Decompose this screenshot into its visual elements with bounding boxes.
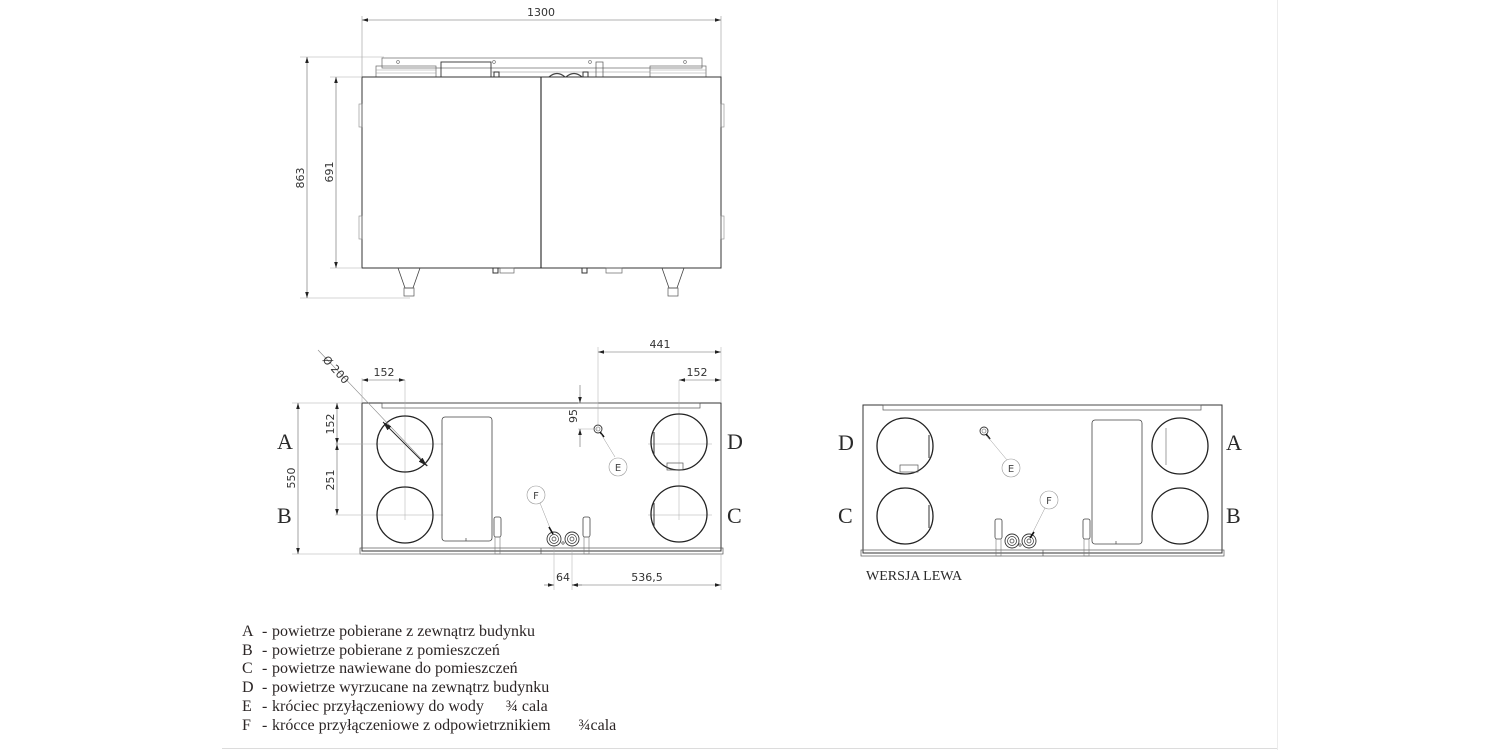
- top-view-left: [860, 404, 1225, 557]
- left-port-label-c: C: [838, 503, 853, 528]
- front-view: [300, 16, 725, 299]
- legend-size: ¾ cala: [505, 697, 548, 715]
- dim-f-spacing-64: 64: [556, 571, 570, 584]
- legend-item-e: E - króciec przyłączeniowy do wody ¾ cal…: [242, 698, 616, 717]
- port-label-c: C: [727, 503, 742, 528]
- frame-bottom-divider: [222, 748, 1278, 749]
- legend-separator: -: [262, 716, 268, 734]
- callout-e: E: [615, 463, 621, 474]
- legend-key: E: [242, 697, 252, 715]
- legend-separator: -: [262, 623, 268, 640]
- legend-text: powietrze wyrzucane na zewnątrz budynku: [272, 679, 550, 697]
- legend-key: A: [242, 623, 254, 640]
- left-callout-f: F: [1046, 496, 1052, 507]
- port-label-b: B: [277, 503, 292, 528]
- left-port-label-b: B: [1226, 503, 1241, 528]
- dim-offset-left-152: 152: [374, 366, 395, 379]
- dim-height-691: 691: [323, 162, 336, 183]
- legend-size: ¾cala: [578, 716, 617, 734]
- legend-separator: -: [262, 679, 268, 697]
- legend-text: powietrze pobierane z zewnątrz budynku: [272, 623, 535, 640]
- dim-height-863: 863: [294, 168, 307, 189]
- legend-separator: -: [262, 641, 268, 659]
- dim-width-1300: 1300: [527, 6, 555, 19]
- legend-item-a: A - powietrze pobierane z zewnątrz budyn…: [242, 623, 616, 642]
- legend: A - powietrze pobierane z zewnątrz budyn…: [242, 623, 616, 735]
- top-view-right: [292, 347, 724, 590]
- dim-f-from-right-536-5: 536,5: [631, 571, 663, 584]
- legend-text: powietrze pobierane z pomieszczeń: [272, 641, 500, 659]
- legend-text: powietrze nawiewane do pomieszczeń: [272, 660, 518, 678]
- dim-diameter-200: Ø 200: [320, 353, 352, 386]
- legend-separator: -: [262, 697, 268, 715]
- dim-e-from-right-441: 441: [650, 338, 671, 351]
- left-callout-e: E: [1008, 464, 1014, 475]
- legend-key: B: [242, 641, 253, 659]
- dim-port-spacing-251: 251: [324, 470, 337, 491]
- left-version-caption: WERSJA LEWA: [866, 569, 963, 584]
- legend-text: krócce przyłączeniowe z odpowietrznikiem: [272, 716, 551, 734]
- legend-text: króciec przyłączeniowy do wody: [272, 697, 484, 715]
- port-label-a: A: [277, 429, 293, 454]
- legend-item-d: D - powietrze wyrzucane na zewnątrz budy…: [242, 679, 616, 698]
- callout-f: F: [533, 491, 539, 502]
- dim-depth-550: 550: [285, 468, 298, 489]
- port-label-d: D: [727, 429, 743, 454]
- frame-right-divider: [1277, 0, 1278, 750]
- dim-e-from-top-95: 95: [567, 409, 580, 423]
- legend-key: F: [242, 716, 251, 734]
- left-port-label-d: D: [838, 430, 854, 455]
- legend-item-f: F - krócce przyłączeniowe z odpowietrzni…: [242, 717, 616, 736]
- legend-key: C: [242, 660, 253, 678]
- dim-offset-right-152: 152: [687, 366, 708, 379]
- legend-key: D: [242, 679, 254, 697]
- legend-separator: -: [262, 660, 268, 678]
- dim-offset-top-152: 152: [324, 414, 337, 435]
- legend-item-b: B - powietrze pobierane z pomieszczeń: [242, 642, 616, 661]
- legend-item-c: C - powietrze nawiewane do pomieszczeń: [242, 660, 616, 679]
- left-port-label-a: A: [1226, 430, 1242, 455]
